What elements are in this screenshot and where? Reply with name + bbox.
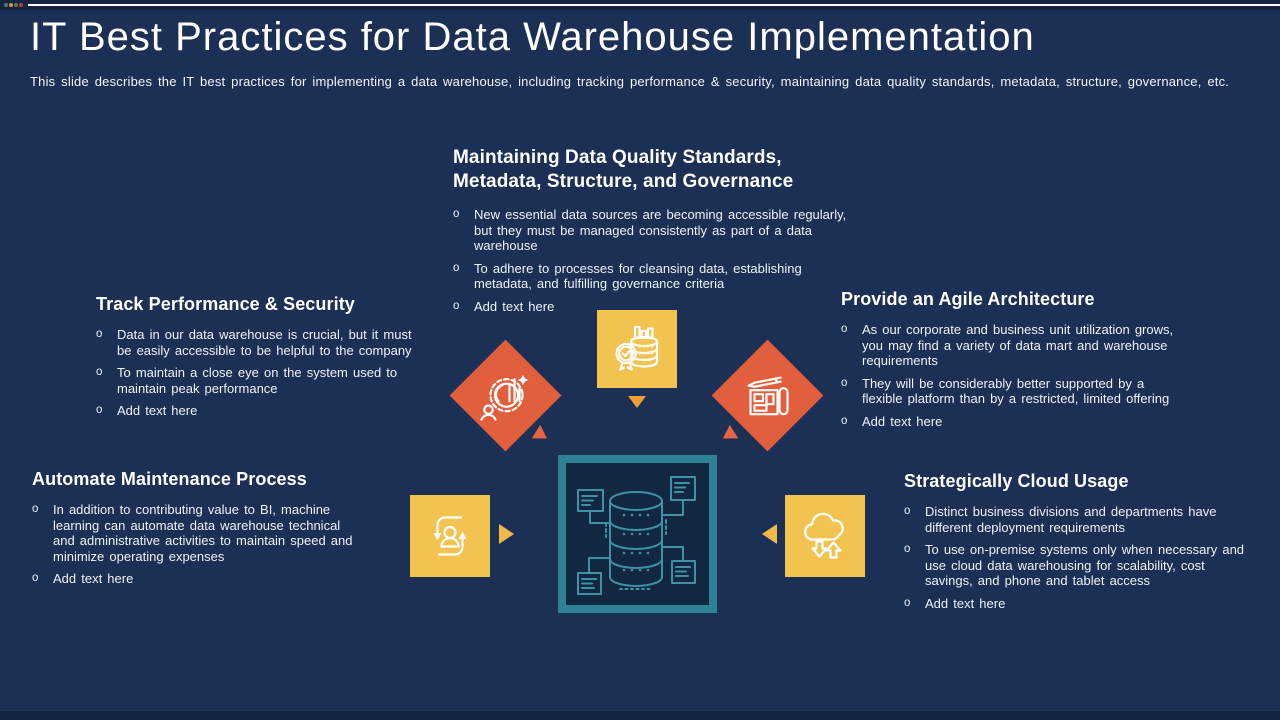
- bullet-marker: o: [904, 596, 911, 609]
- top-accent-strip: [0, 0, 1280, 10]
- arrow-diagonal-right-icon: [531, 424, 552, 446]
- bullet-text: Add text here: [117, 403, 198, 418]
- arrow-left-icon: [762, 524, 777, 544]
- award-database-icon: [615, 325, 659, 371]
- slide-title: IT Best Practices for Data Warehouse Imp…: [30, 15, 1035, 59]
- gear-chart-person-icon: [480, 374, 529, 421]
- bullet-marker: o: [96, 366, 103, 378]
- cloud-icon-tile: [785, 495, 865, 577]
- bottom-accent-strip: [0, 711, 1280, 720]
- section-data-quality: Maintaining Data Quality Standards, Meta…: [453, 146, 851, 321]
- arrow-down-icon: [628, 396, 646, 408]
- data-warehouse-frame: [558, 455, 717, 613]
- automation-icon-tile: [410, 495, 490, 577]
- bullet-marker: o: [841, 376, 848, 389]
- section-cloud-usage: Strategically Cloud Usage o Distinct bus…: [904, 470, 1248, 618]
- bullet-text: New essential data sources are becoming …: [474, 207, 847, 253]
- accent-dot-green: [14, 3, 18, 7]
- bullet-text: They will be considerably better support…: [862, 375, 1170, 407]
- blueprint-pencil-icon: [747, 375, 789, 415]
- section-performance-security: Track Performance & Security o Data in o…: [96, 293, 428, 426]
- bullet-item: o Add text here: [904, 596, 1248, 612]
- bullet-marker: o: [96, 404, 103, 416]
- bullet-item: o Add text here: [841, 414, 1179, 430]
- person-cycle-icon: [433, 516, 467, 556]
- arrow-diagonal-left-icon: [718, 424, 739, 446]
- bullet-item: o Distinct business divisions and depart…: [904, 504, 1248, 535]
- bullet-text: Add text here: [53, 571, 134, 586]
- bullet-text: In addition to contributing value to BI,…: [53, 502, 353, 564]
- slide-subtitle: This slide describes the IT best practic…: [30, 74, 1230, 89]
- cloud-up-down-icon: [804, 512, 844, 559]
- bullet-marker: o: [32, 503, 39, 515]
- bullet-marker: o: [32, 572, 39, 584]
- bullet-marker: o: [904, 505, 911, 517]
- section-architecture-heading: Provide an Agile Architecture: [841, 289, 1095, 309]
- bullet-marker: o: [453, 299, 460, 312]
- icon-wrap: [740, 368, 796, 424]
- bullet-item: o To maintain a close eye on the system …: [96, 365, 428, 396]
- accent-dot-red: [19, 3, 23, 7]
- bullet-item: o To adhere to processes for cleansing d…: [453, 261, 851, 292]
- bullet-marker: o: [453, 208, 460, 220]
- accent-dot-orange: [9, 3, 13, 7]
- bullet-marker: o: [841, 323, 848, 335]
- bullet-marker: o: [904, 543, 911, 555]
- top-accent-line: [28, 4, 1280, 6]
- bullet-text: Add text here: [474, 298, 555, 314]
- bullet-text: Add text here: [925, 595, 1006, 611]
- bullet-text: Add text here: [862, 413, 943, 429]
- bullet-text: To adhere to processes for cleansing dat…: [474, 260, 802, 292]
- arrow-right-icon: [499, 524, 514, 544]
- section-performance-heading: Track Performance & Security: [96, 294, 355, 314]
- bullet-item: o Add text here: [96, 403, 428, 419]
- bullet-item: o As our corporate and business unit uti…: [841, 322, 1179, 369]
- bullet-marker: o: [453, 261, 460, 274]
- section-agile-architecture: Provide an Agile Architecture o As our c…: [841, 288, 1179, 436]
- database-network-icon: [577, 476, 696, 595]
- bullet-item: o To use on-premise systems only when ne…: [904, 542, 1248, 589]
- bullet-marker: o: [96, 328, 103, 340]
- bullet-text: Distinct business divisions and departme…: [925, 504, 1217, 535]
- section-automate-maintenance: Automate Maintenance Process o In additi…: [32, 468, 354, 594]
- section-cloud-heading: Strategically Cloud Usage: [904, 471, 1129, 491]
- bullet-item: o They will be considerably better suppo…: [841, 376, 1179, 407]
- bullet-item: o Add text here: [32, 571, 354, 587]
- bullet-text: As our corporate and business unit utili…: [862, 322, 1174, 368]
- bullet-text: To use on-premise systems only when nece…: [925, 542, 1245, 588]
- bullet-text: Data in our data warehouse is crucial, b…: [117, 327, 412, 358]
- performance-icon-diamond: [449, 339, 562, 452]
- bullet-item: o In addition to contributing value to B…: [32, 502, 354, 564]
- architecture-icon-diamond: [711, 339, 824, 452]
- icon-wrap: [478, 368, 534, 424]
- bullet-text: To maintain a close eye on the system us…: [117, 365, 398, 396]
- section-data-quality-heading: Maintaining Data Quality Standards, Meta…: [453, 147, 794, 192]
- bullet-item: o New essential data sources are becomin…: [453, 207, 851, 254]
- section-automation-heading: Automate Maintenance Process: [32, 469, 307, 489]
- bullet-item: o Data in our data warehouse is crucial,…: [96, 327, 428, 358]
- quality-icon-tile: [597, 310, 677, 388]
- bullet-item: o Add text here: [453, 299, 851, 315]
- bullet-marker: o: [841, 414, 848, 427]
- accent-dot-teal: [4, 3, 8, 7]
